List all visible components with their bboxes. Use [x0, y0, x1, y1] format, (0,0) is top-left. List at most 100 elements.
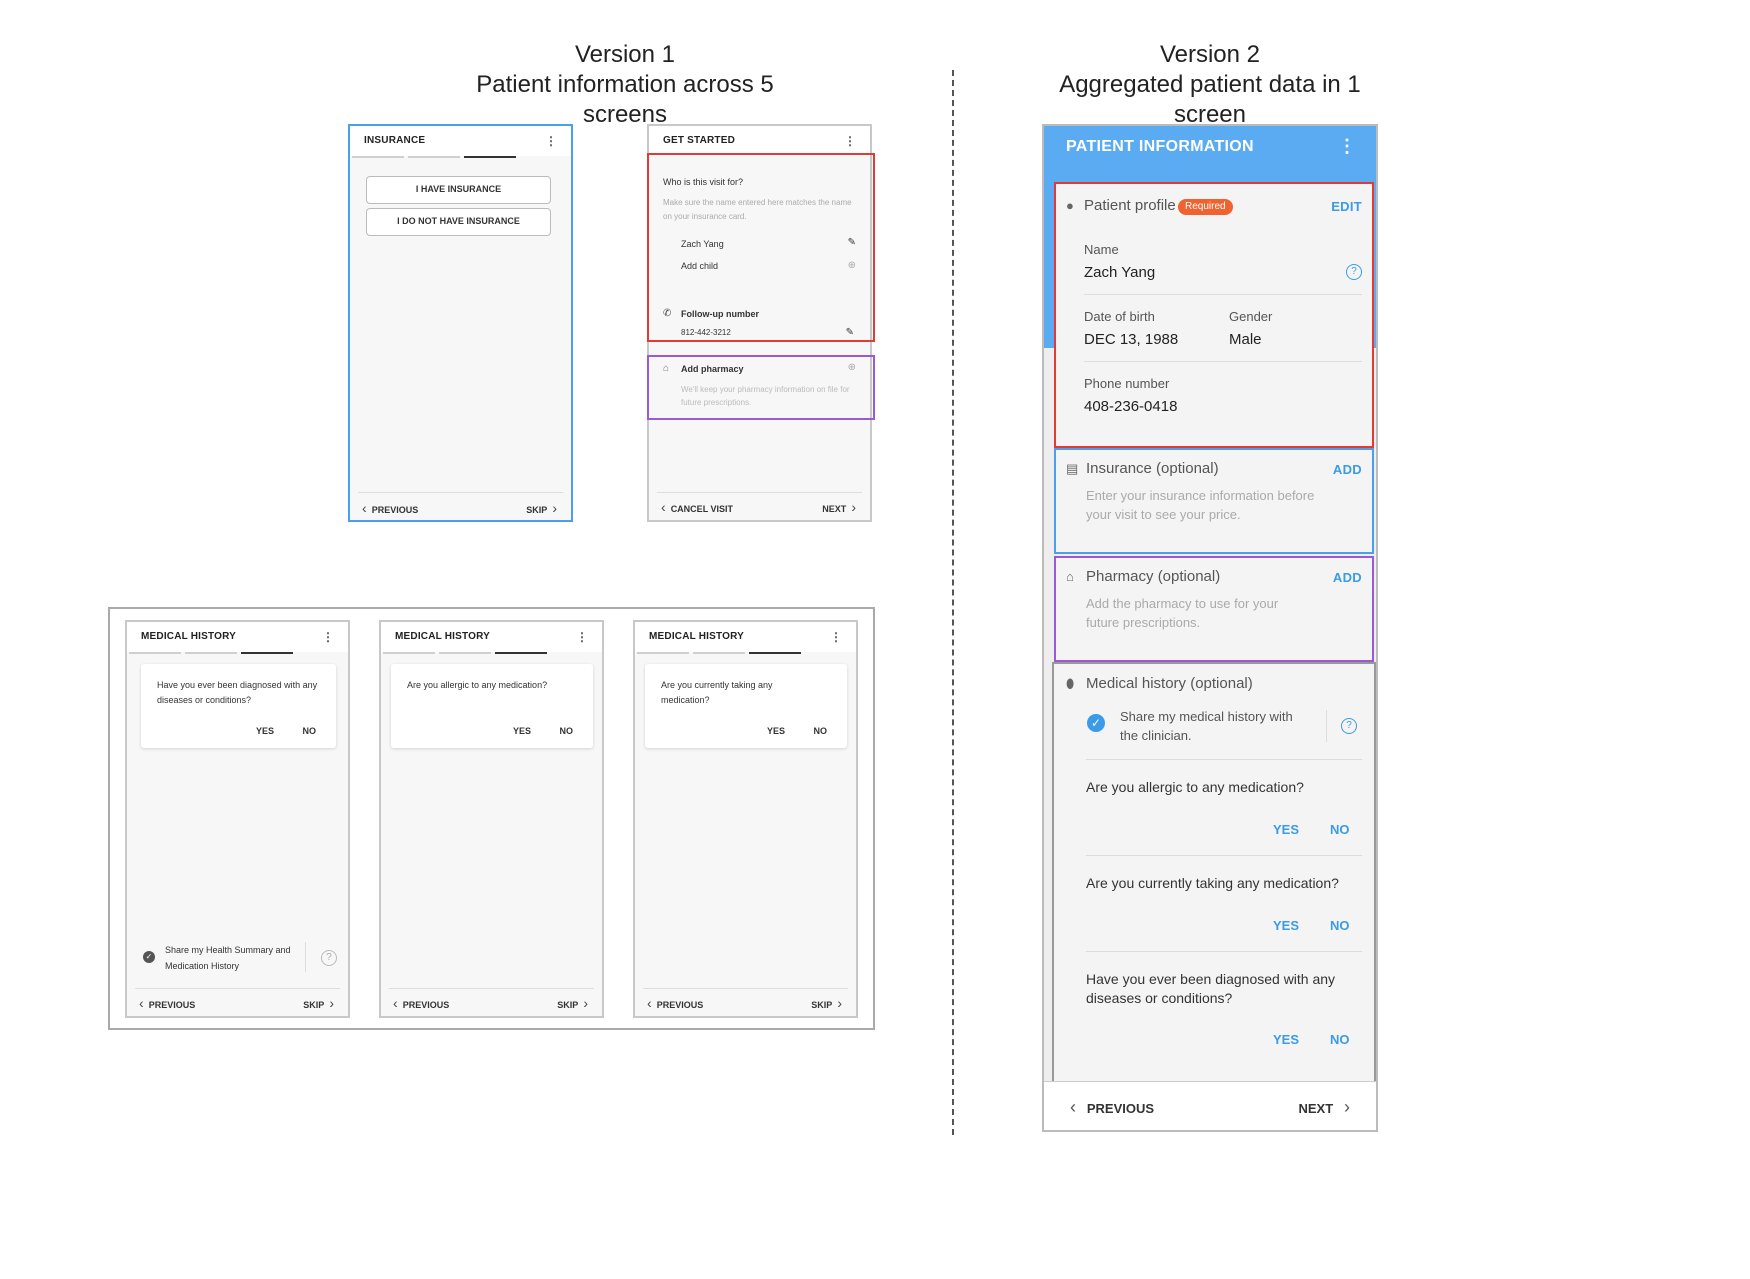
- check-circle-icon[interactable]: ✓: [143, 951, 155, 963]
- more-menu-icon[interactable]: ⋮: [545, 134, 557, 148]
- edit-profile-button[interactable]: EDIT: [1331, 199, 1362, 214]
- help-icon[interactable]: ?: [321, 950, 337, 966]
- medical-history-screen-2: MEDICAL HISTORY ⋮ Are you allergic to an…: [379, 620, 604, 1018]
- previous-label: PREVIOUS: [148, 1000, 196, 1010]
- insurance-title: Insurance (optional): [1086, 460, 1219, 477]
- screen-header: INSURANCE ⋮: [350, 126, 571, 156]
- share-history-label: Share my medical history with the clinic…: [1120, 709, 1293, 743]
- chevron-left-icon: ‹: [647, 995, 652, 1011]
- version1-subtitle: Patient information across 5 screens: [476, 71, 774, 128]
- yes-button[interactable]: YES: [255, 726, 274, 736]
- next-button[interactable]: NEXT ›: [1298, 1097, 1350, 1118]
- no-button[interactable]: NO: [302, 726, 317, 736]
- add-pharmacy-button[interactable]: ADD: [1332, 570, 1362, 585]
- previous-button[interactable]: ‹ PREVIOUS: [139, 995, 195, 1011]
- help-icon[interactable]: ?: [1346, 264, 1362, 280]
- previous-button[interactable]: ‹ PREVIOUS: [362, 500, 418, 516]
- no-button[interactable]: NO: [813, 726, 828, 736]
- question-text: Are you currently taking any medication?: [661, 680, 773, 705]
- version2-heading: Version 2 Aggregated patient data in 1 s…: [1020, 40, 1400, 130]
- question-text: Have you ever been diagnosed with any di…: [157, 680, 318, 705]
- have-insurance-button[interactable]: I HAVE INSURANCE: [366, 176, 551, 204]
- previous-button[interactable]: ‹ PREVIOUS: [1070, 1097, 1154, 1118]
- add-circle-icon[interactable]: ⊕: [847, 362, 856, 373]
- pharmacy-section-highlight: [647, 355, 875, 420]
- chevron-left-icon: ‹: [139, 995, 144, 1011]
- no-button[interactable]: NO: [559, 726, 574, 736]
- visit-hint: Make sure the name entered here matches …: [663, 198, 852, 221]
- add-child-link[interactable]: Add child: [681, 261, 719, 271]
- screen-title: GET STARTED: [663, 135, 736, 146]
- medical-history-screen-1: MEDICAL HISTORY ⋮ Have you ever been dia…: [125, 620, 350, 1018]
- skip-label: SKIP: [526, 505, 548, 515]
- patient-section-highlight: [647, 153, 875, 342]
- screen-title: MEDICAL HISTORY: [649, 631, 745, 642]
- next-button[interactable]: NEXT ›: [822, 499, 856, 515]
- chevron-right-icon: ›: [552, 500, 557, 516]
- cancel-visit-button[interactable]: ‹ CANCEL VISIT: [661, 499, 733, 515]
- chevron-right-icon: ›: [583, 995, 588, 1011]
- yes-button[interactable]: YES: [512, 726, 531, 736]
- yes-button[interactable]: YES: [766, 726, 785, 736]
- pharmacy-card: ⌂ Pharmacy (optional) ADD Add the pharma…: [1054, 556, 1374, 662]
- previous-button[interactable]: ‹ PREVIOUS: [393, 995, 449, 1011]
- chevron-left-icon: ‹: [1070, 1097, 1076, 1117]
- screen-title: PATIENT INFORMATION: [1066, 138, 1254, 155]
- screen-header: MEDICAL HISTORY ⋮: [381, 622, 602, 652]
- edit-pencil-icon[interactable]: ✎: [845, 327, 854, 338]
- diagnosed-no-button[interactable]: NO: [1330, 1032, 1350, 1047]
- progress-bar: [127, 652, 348, 655]
- previous-label: PREVIOUS: [371, 505, 419, 515]
- skip-label: SKIP: [811, 1000, 833, 1010]
- chevron-right-icon: ›: [837, 995, 842, 1011]
- pharmacy-icon: ⌂: [663, 363, 670, 374]
- share-summary-label: Share my Health Summary and Medication H…: [165, 945, 291, 971]
- skip-button[interactable]: SKIP ›: [557, 995, 588, 1011]
- more-menu-icon[interactable]: ⋮: [1338, 136, 1356, 156]
- edit-pencil-icon[interactable]: ✎: [847, 237, 856, 248]
- allergic-yes-button[interactable]: YES: [1273, 822, 1300, 837]
- taking-no-button[interactable]: NO: [1330, 918, 1350, 933]
- version-divider: [952, 70, 954, 1135]
- more-menu-icon[interactable]: ⋮: [844, 134, 856, 148]
- diagnosed-yes-button[interactable]: YES: [1273, 1032, 1300, 1047]
- screen-header: MEDICAL HISTORY ⋮: [635, 622, 856, 652]
- more-menu-icon[interactable]: ⋮: [322, 630, 334, 644]
- chevron-right-icon: ›: [329, 995, 334, 1011]
- version1-title: Version 1: [574, 41, 676, 68]
- question-text: Are you allergic to any medication?: [407, 680, 548, 690]
- get-started-screen: GET STARTED ⋮ Who is this visit for? Mak…: [647, 124, 875, 522]
- screen-title: MEDICAL HISTORY: [395, 631, 491, 642]
- previous-button[interactable]: ‹ PREVIOUS: [647, 995, 703, 1011]
- pharmacy-title: Pharmacy (optional): [1086, 568, 1221, 585]
- followup-label: Follow-up number: [681, 309, 759, 319]
- add-circle-icon[interactable]: ⊕: [847, 260, 856, 271]
- pharmacy-description: Add the pharmacy to use for your future …: [1086, 596, 1279, 630]
- more-menu-icon[interactable]: ⋮: [576, 630, 588, 644]
- version2-title: Version 2: [1159, 41, 1261, 68]
- phone-icon: ✆: [663, 308, 672, 319]
- add-pharmacy-label[interactable]: Add pharmacy: [681, 364, 744, 374]
- taking-yes-button[interactable]: YES: [1273, 918, 1300, 933]
- check-circle-icon[interactable]: ✓: [1087, 714, 1105, 732]
- chevron-left-icon: ‹: [393, 995, 398, 1011]
- skip-button[interactable]: SKIP ›: [526, 500, 557, 516]
- more-menu-icon[interactable]: ⋮: [830, 630, 842, 644]
- skip-label: SKIP: [557, 1000, 579, 1010]
- allergic-no-button[interactable]: NO: [1330, 822, 1350, 837]
- no-insurance-button[interactable]: I DO NOT HAVE INSURANCE: [366, 208, 551, 236]
- visit-question: Who is this visit for?: [663, 177, 744, 187]
- patient-profile-card: ● Patient profile Required EDIT Name Zac…: [1054, 182, 1374, 448]
- patient-name: Zach Yang: [681, 239, 724, 249]
- gender-label: Gender: [1229, 309, 1273, 324]
- chevron-right-icon: ›: [851, 499, 856, 515]
- help-icon[interactable]: ?: [1341, 718, 1357, 734]
- screen-header: MEDICAL HISTORY ⋮: [127, 622, 348, 652]
- progress-bar: [635, 652, 856, 655]
- id-card-icon: ▤: [1066, 461, 1079, 476]
- skip-button[interactable]: SKIP ›: [811, 995, 842, 1011]
- skip-button[interactable]: SKIP ›: [303, 995, 334, 1011]
- screen-header: PATIENT INFORMATION ⋮: [1044, 126, 1376, 170]
- diagnosed-question: Have you ever been diagnosed with any di…: [1086, 971, 1336, 1006]
- add-insurance-button[interactable]: ADD: [1332, 462, 1362, 477]
